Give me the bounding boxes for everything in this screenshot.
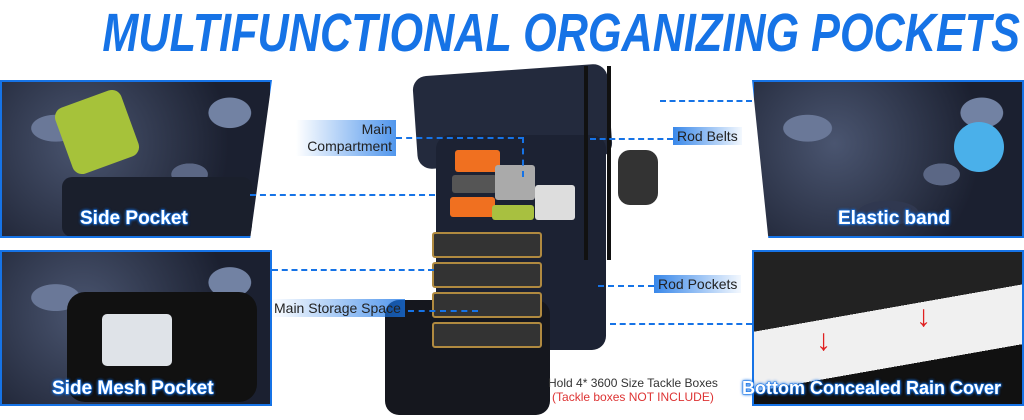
rain-cover-label: Bottom Concealed Rain Cover: [741, 378, 1002, 399]
capacity-note-disclaimer: (Tackle boxes NOT INCLUDE): [552, 390, 714, 404]
side-pocket-photo: [0, 80, 272, 238]
clear-box-image: [102, 314, 172, 366]
arrow-down-icon: ↓: [916, 300, 931, 333]
main-compartment-line2: Compartment: [307, 138, 392, 154]
arrow-down-icon: ↓: [816, 324, 831, 357]
rod-pockets-label: Rod Pockets: [654, 275, 742, 293]
main-storage-label: Main Storage Space: [270, 299, 405, 317]
connector-line: [660, 100, 752, 102]
capacity-note: Hold 4* 3600 Size Tackle Boxes (Tackle b…: [548, 376, 718, 404]
side-mesh-pocket-label: Side Mesh Pocket: [52, 378, 215, 400]
side-pocket-label: Side Pocket: [80, 208, 189, 230]
rain-cover-photo: ↓ ↓: [752, 250, 1024, 406]
elastic-band-photo: [752, 80, 1024, 238]
side-mesh-pocket-photo: [0, 250, 272, 406]
main-compartment-line1: Main: [361, 121, 392, 137]
page-title: MULTIFUNCTIONAL ORGANIZING POCKETS: [102, 3, 1020, 63]
connector-line: [408, 310, 478, 312]
connector-line: [272, 269, 434, 271]
connector-line: [610, 323, 752, 325]
main-compartment-label: Main Compartment: [296, 120, 396, 156]
connector-line: [250, 194, 435, 196]
sunglasses-image: [954, 122, 1004, 172]
capacity-note-line1: Hold 4* 3600 Size Tackle Boxes: [548, 376, 718, 390]
elastic-band-label: Elastic band: [838, 208, 951, 230]
pocket-image: [62, 177, 252, 236]
connector-line: [590, 138, 673, 140]
connector-line: [396, 137, 524, 139]
rod-belts-label: Rod Belts: [673, 127, 742, 145]
connector-line: [522, 137, 524, 177]
connector-line: [598, 285, 654, 287]
